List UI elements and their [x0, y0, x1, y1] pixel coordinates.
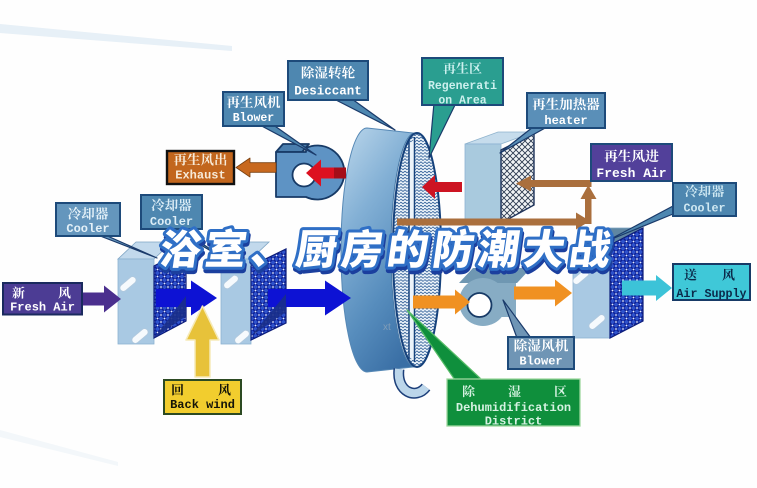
svg-text:Cooler: Cooler — [150, 215, 193, 229]
svg-text:Fresh Air: Fresh Air — [10, 301, 75, 315]
svg-text:District: District — [485, 415, 543, 429]
svg-text:Dehumidification: Dehumidification — [456, 401, 571, 415]
svg-text:Cooler: Cooler — [683, 202, 725, 216]
svg-text:xt: xt — [383, 322, 391, 333]
svg-text:Back wind: Back wind — [170, 398, 235, 412]
svg-text:Fresh Air: Fresh Air — [596, 166, 666, 181]
svg-text:Desiccant: Desiccant — [294, 85, 362, 99]
svg-text:Air Supply: Air Supply — [676, 287, 746, 301]
svg-text:Blower: Blower — [519, 355, 562, 369]
svg-text:on Area: on Area — [438, 95, 486, 108]
svg-text:heater: heater — [544, 114, 587, 128]
svg-text:Regenerati: Regenerati — [428, 80, 497, 93]
svg-text:Exhaust: Exhaust — [175, 169, 225, 183]
svg-text:Cooler: Cooler — [66, 222, 109, 236]
svg-text:Blower: Blower — [233, 112, 275, 125]
